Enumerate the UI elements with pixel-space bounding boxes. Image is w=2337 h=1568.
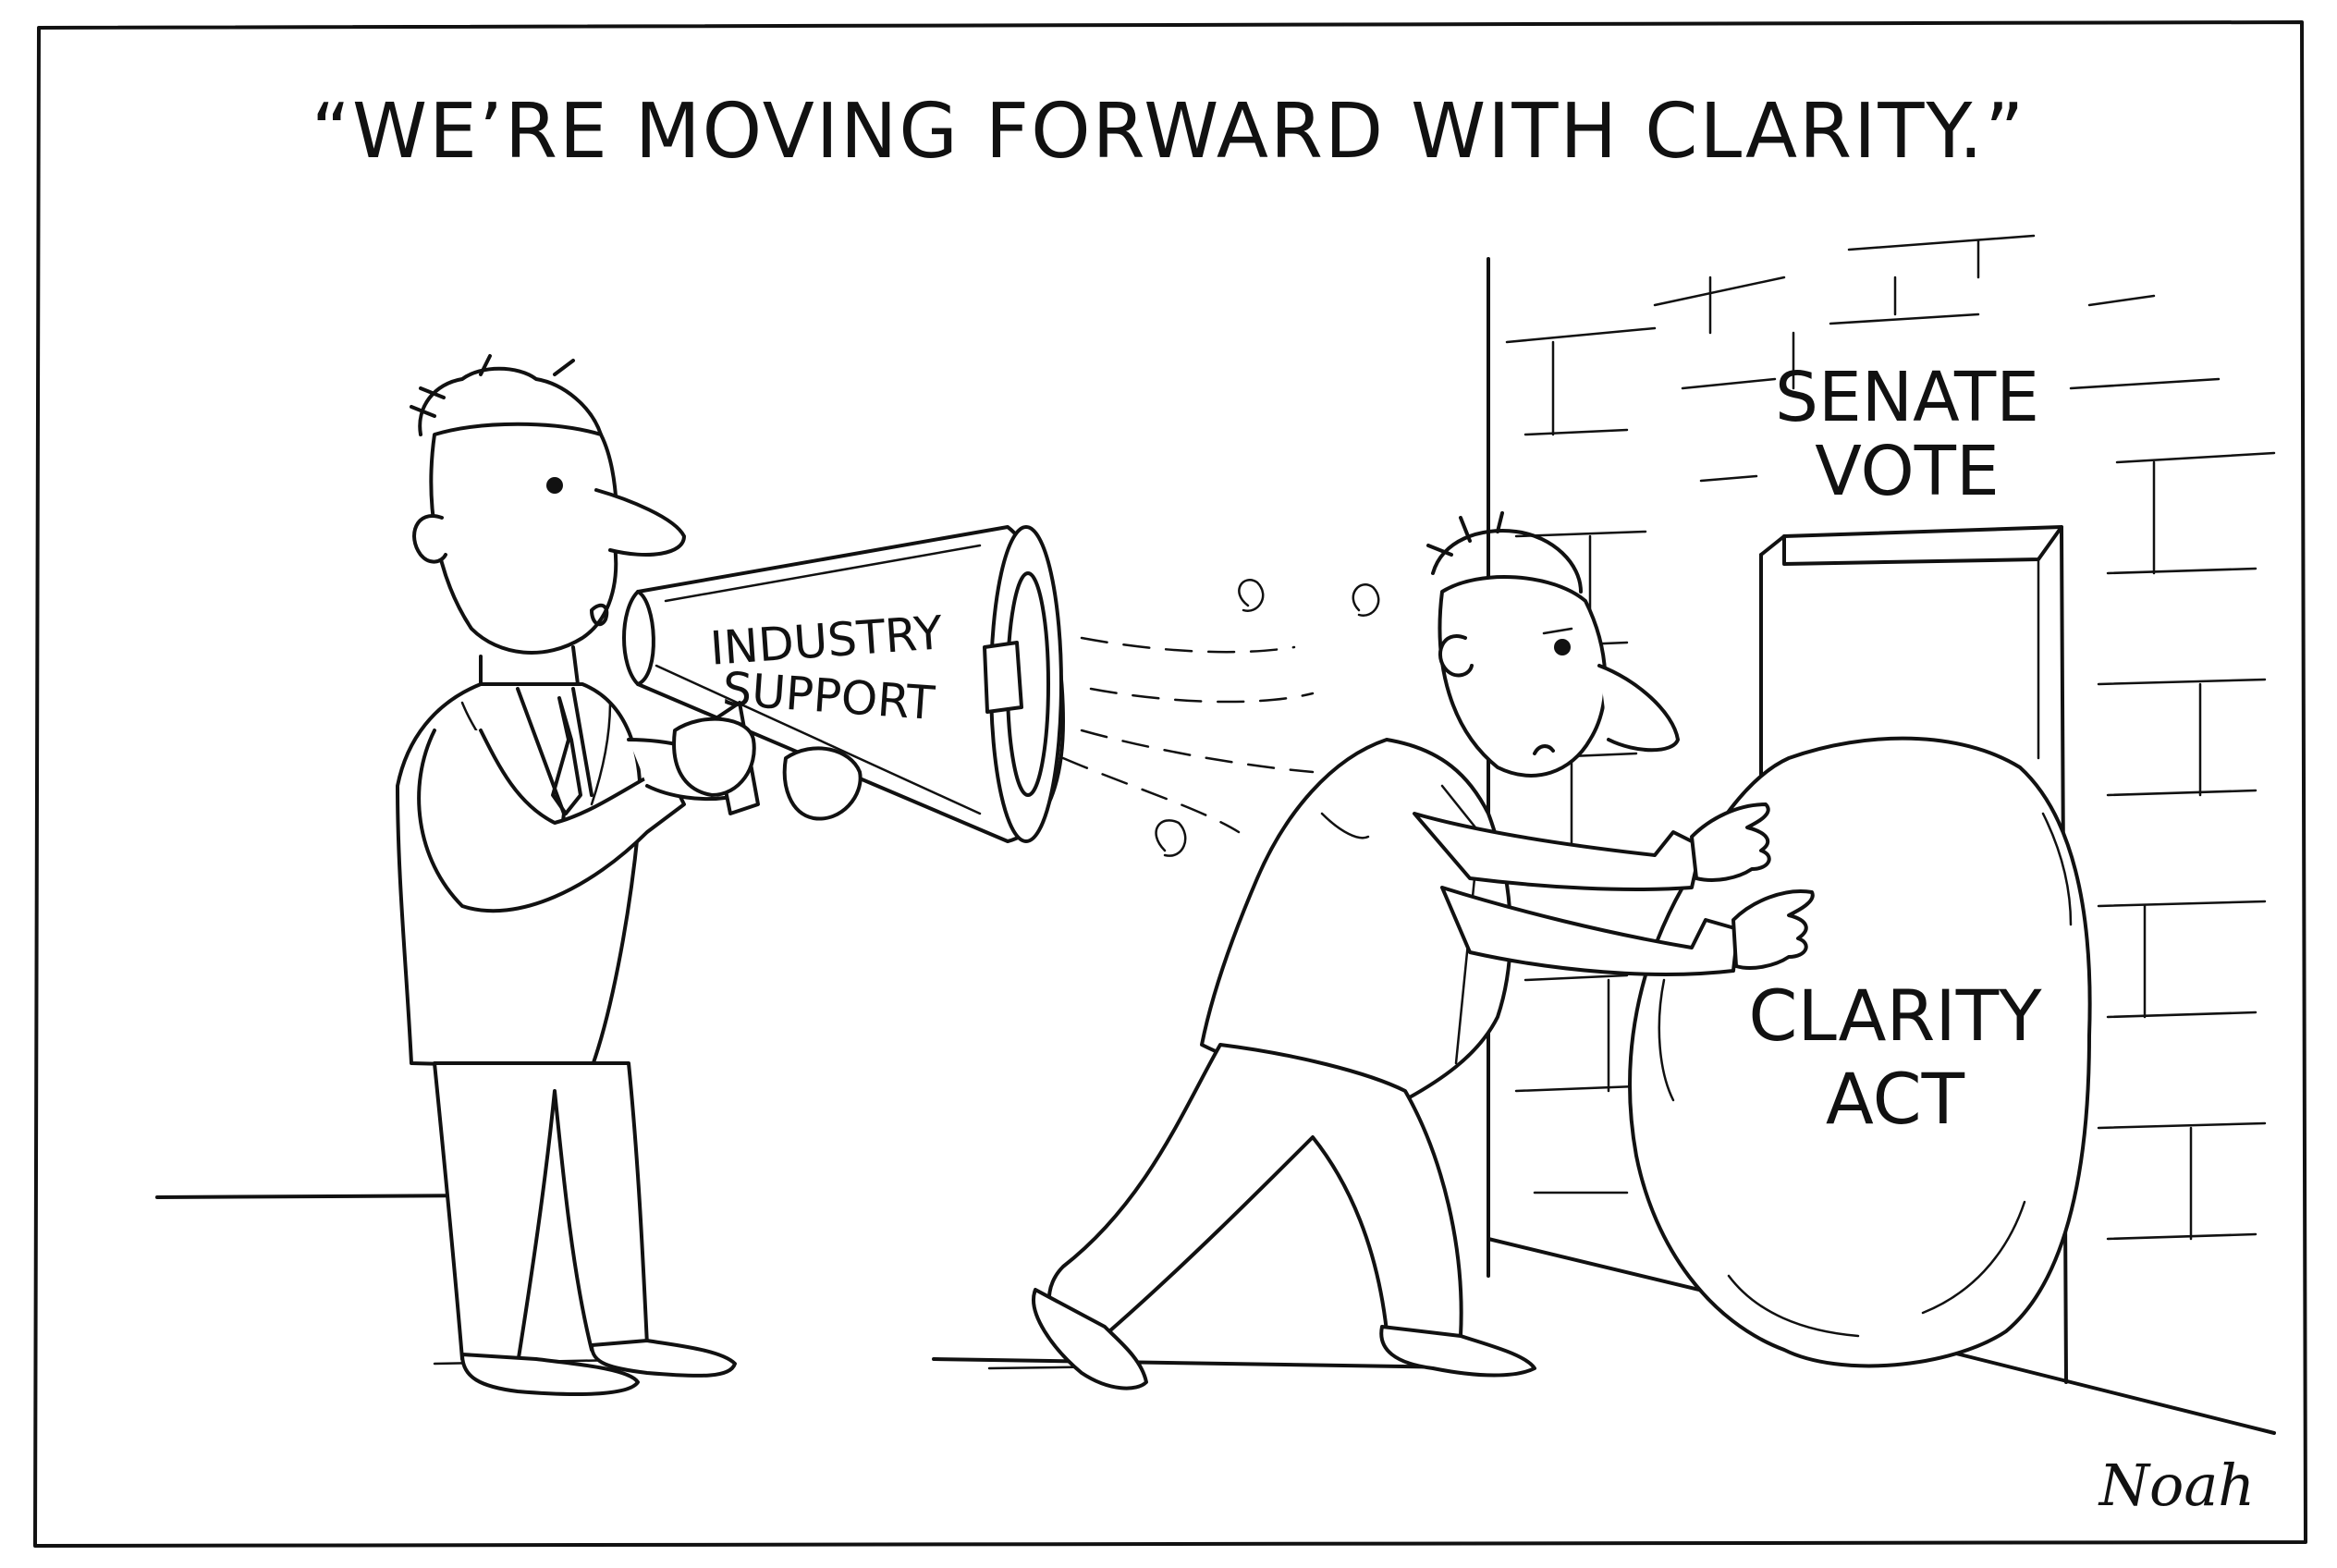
man-pushing-boulder <box>1032 511 1815 1390</box>
floor-line <box>155 1194 1518 1370</box>
caption: “WE’RE MOVING FORWARD WITH CLARITY.” <box>312 88 2026 176</box>
man-with-megaphone <box>396 354 741 1396</box>
boulder-label-line1: CLARITY <box>1748 974 2042 1057</box>
cartoon-border <box>33 20 2307 1548</box>
door-label-line1: SENATE <box>1775 358 2039 437</box>
boulder-label-line2: ACT <box>1826 1058 1965 1140</box>
megaphone <box>622 525 1065 843</box>
door-label-line2: VOTE <box>1815 432 2000 511</box>
signature: Noah <box>2098 1452 2255 1519</box>
